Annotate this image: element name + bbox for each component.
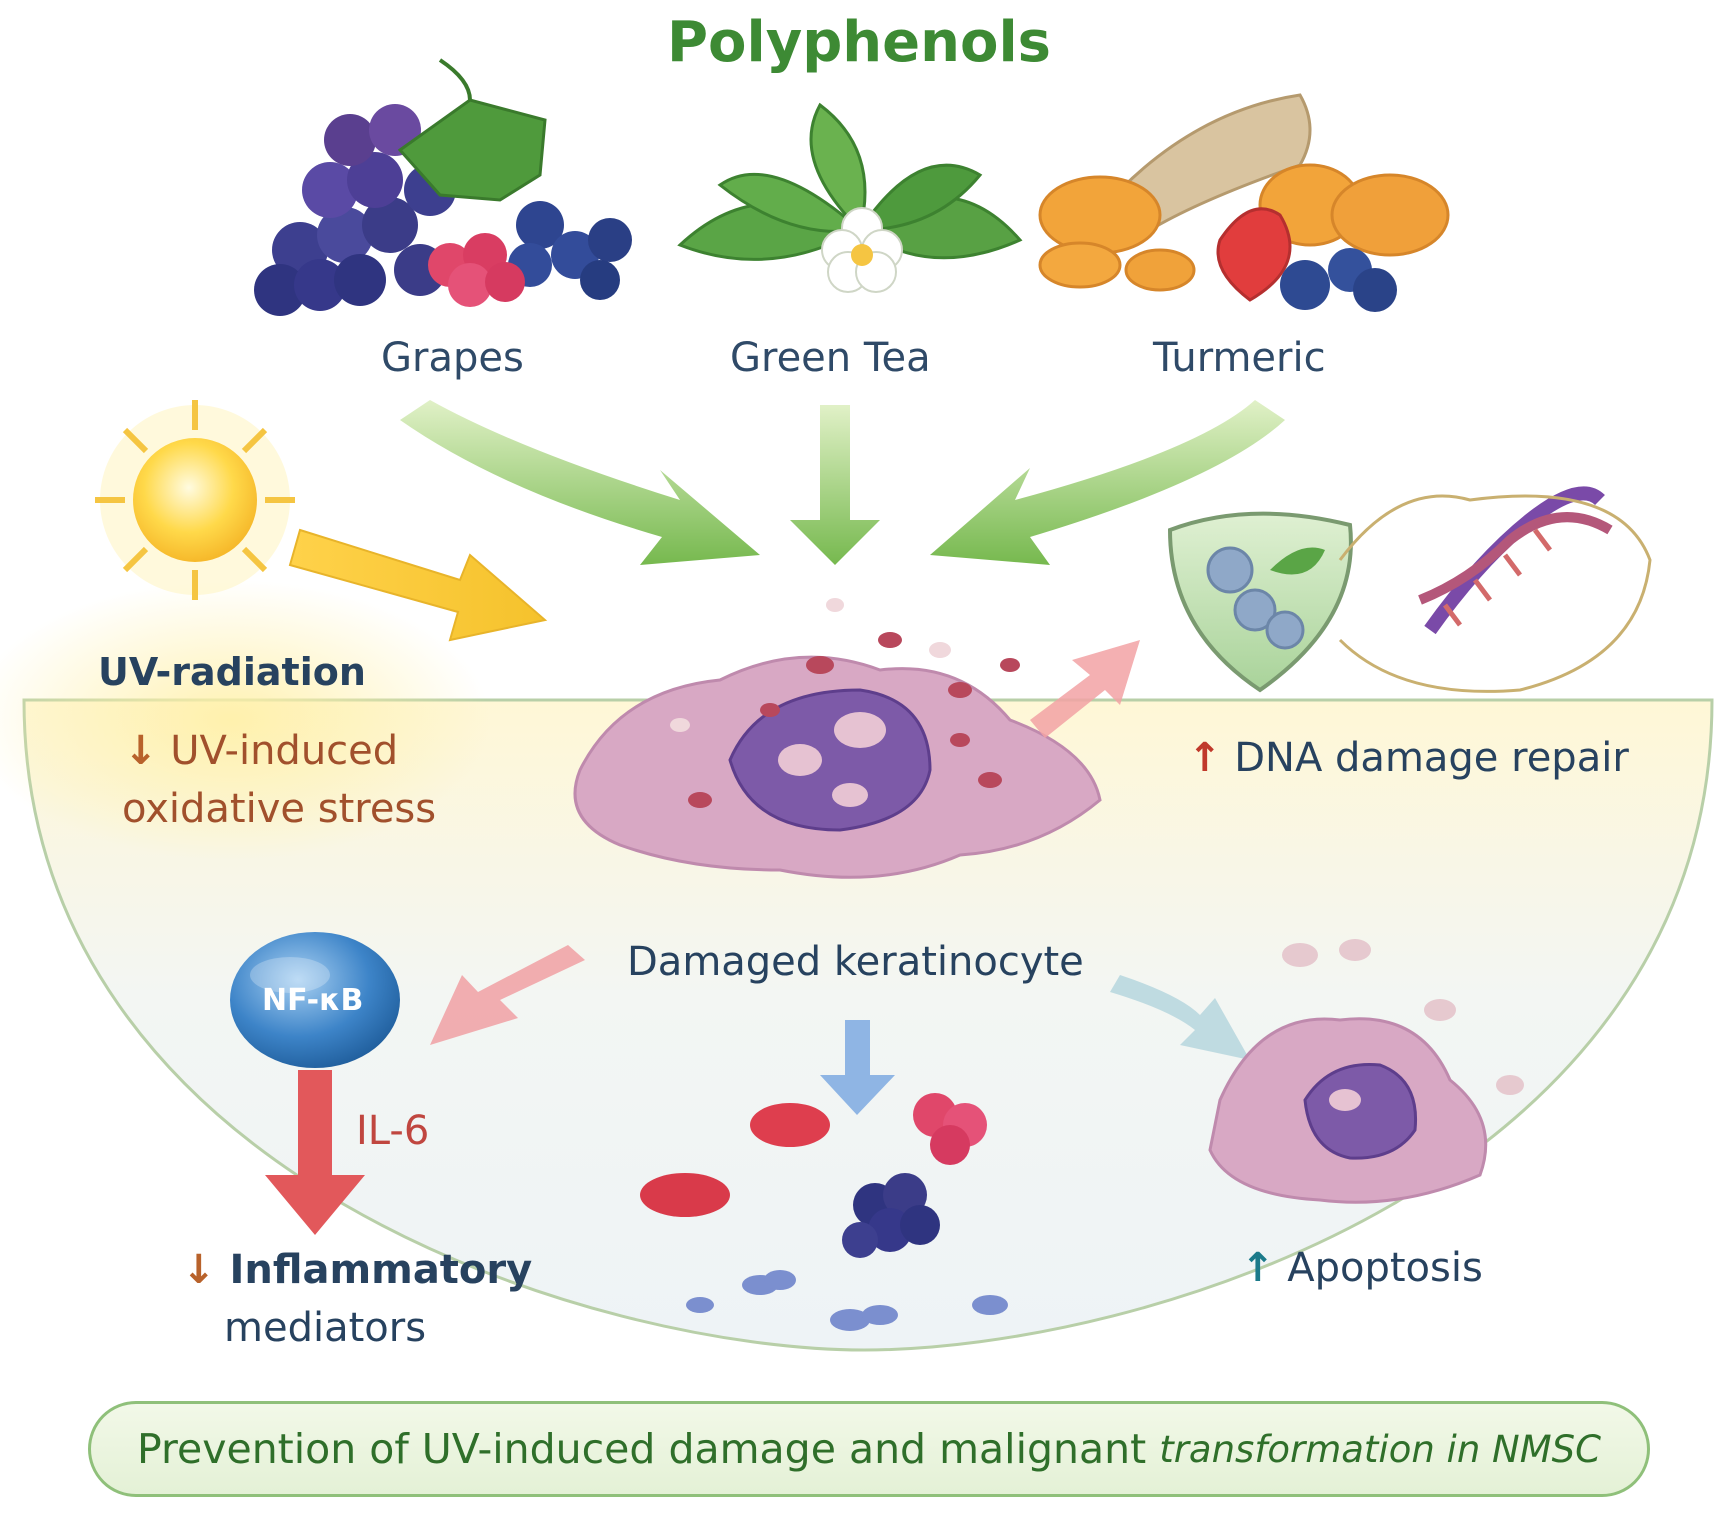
source-label-grapes: Grapes	[381, 335, 524, 381]
increase-arrow: ↑	[1188, 735, 1222, 781]
apoptotic-cell	[1208, 939, 1524, 1204]
apoptosis-label: ↑ Apoptosis	[1241, 1245, 1483, 1291]
green-arrows	[400, 400, 1285, 565]
il6-label: IL-6	[356, 1108, 430, 1154]
arrow-to-dna-repair	[1030, 640, 1140, 738]
decrease-arrow: ↓	[182, 1247, 216, 1293]
grapes-illustration	[254, 58, 632, 316]
arrow-to-apoptosis	[1110, 975, 1250, 1060]
banner-italic-text: transformation in NMSC	[1159, 1427, 1601, 1471]
inflammation-text: Inflammatory	[229, 1247, 533, 1293]
apoptosis-text: Apoptosis	[1287, 1245, 1483, 1291]
uv-effect-line2: oxidative stress	[122, 786, 437, 832]
uv-effect-line1: ↓ UV-induced	[124, 728, 398, 774]
uv-radiation-label: UV-radiation	[98, 650, 366, 694]
polyphenol-effects-illustration	[640, 1093, 1008, 1331]
flower	[821, 207, 903, 293]
inflammation-line2: mediators	[224, 1305, 427, 1351]
sun-icon	[95, 400, 295, 600]
dna-repair-illustration	[1167, 486, 1652, 693]
uv-arrow	[288, 528, 548, 642]
conclusion-banner: Prevention of UV-induced damage and mali…	[88, 1401, 1650, 1497]
decrease-arrow: ↓	[124, 728, 158, 774]
keratinocyte-cell	[573, 598, 1102, 879]
inflammation-line1: ↓ Inflammatory	[182, 1247, 532, 1293]
nfkb-label: NF-κB	[262, 983, 364, 1018]
arrow-to-nfkb	[430, 945, 585, 1045]
cell-label: Damaged keratinocyte	[627, 939, 1084, 985]
uv-effect-text: UV-induced	[170, 728, 399, 774]
dna-repair-label: ↑ DNA damage repair	[1188, 735, 1629, 781]
source-label-green-tea: Green Tea	[730, 335, 931, 381]
arrow-to-polyphenol-effects	[820, 1020, 895, 1115]
source-label-turmeric: Turmeric	[1153, 335, 1326, 381]
turmeric-illustration	[1038, 93, 1450, 312]
banner-text: Prevention of UV-induced damage and mali…	[137, 1425, 1160, 1473]
increase-arrow: ↑	[1241, 1245, 1275, 1291]
nfkb-node	[230, 932, 400, 1068]
il6-arrow	[265, 1070, 365, 1235]
diagram-title: Polyphenols	[667, 10, 1052, 75]
dna-repair-text: DNA damage repair	[1234, 735, 1629, 781]
yellow-glow	[0, 580, 490, 860]
green-tea-illustration	[677, 102, 1023, 293]
